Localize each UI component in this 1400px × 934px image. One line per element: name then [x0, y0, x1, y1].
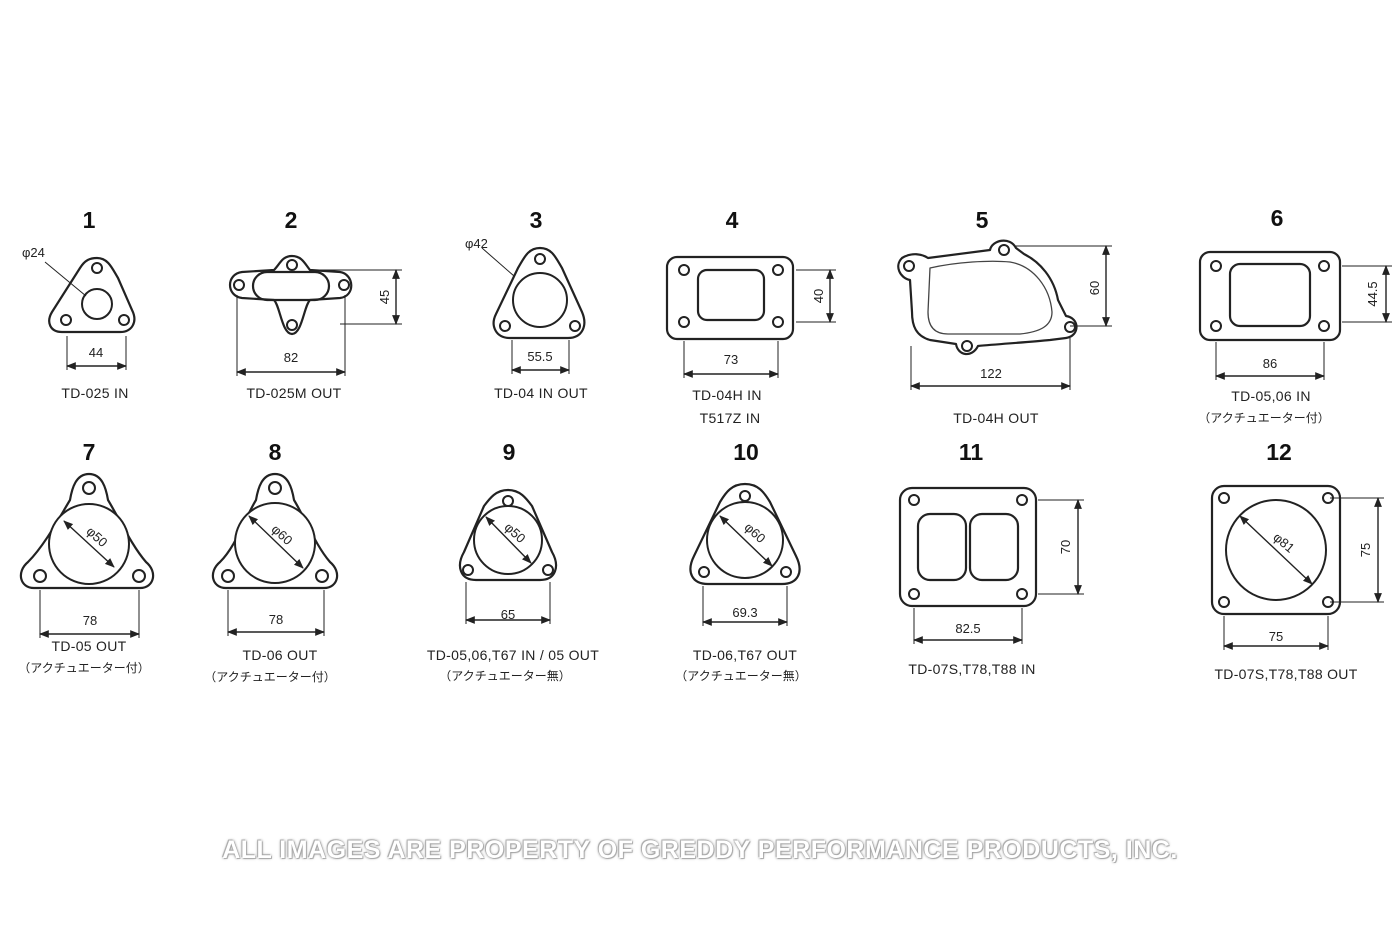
gasket-3: 3 φ42 55.5 TD-04 IN OUT	[465, 207, 588, 401]
gasket-number: 10	[733, 439, 759, 465]
dimension-label: 82.5	[955, 621, 980, 636]
gasket-caption: （アクチュエーター付）	[18, 661, 149, 675]
gasket-caption: TD-04H OUT	[953, 410, 1039, 426]
dimension-label: 44.5	[1365, 281, 1380, 306]
gasket-1: 1 φ24 44 TD-025 IN	[22, 207, 136, 401]
gasket-caption: （アクチュエーター無）	[439, 668, 570, 683]
gasket-number: 7	[83, 439, 96, 465]
gasket-caption: TD-07S,T78,T88 OUT	[1214, 666, 1357, 682]
gasket-12: 12 φ81 75 75 TD-07S,T78,T88 OUT	[1210, 439, 1384, 682]
gasket-caption: （アクチュエーター付）	[1198, 411, 1329, 425]
gasket-caption: TD-05 OUT	[51, 638, 126, 654]
dimension-label: 122	[980, 366, 1002, 381]
dimension-label: 78	[269, 612, 283, 627]
copyright-watermark: ALL IMAGES ARE PROPERTY OF GREDDY PERFOR…	[222, 836, 1178, 864]
gasket-number: 6	[1271, 205, 1284, 231]
gasket-caption: TD-07S,T78,T88 IN	[908, 661, 1035, 677]
gasket-10: 10 φ60 69.3 TD-06,T67 OUT （アクチュエーター無）	[675, 439, 806, 683]
gasket-5: 5 60 122 TD-04H OUT	[897, 207, 1112, 426]
gasket-caption: TD-04 IN OUT	[494, 385, 588, 401]
gasket-11: 11 70 82.5 TD-07S,T78,T88 IN	[898, 439, 1084, 677]
gasket-number: 12	[1266, 439, 1292, 465]
gasket-caption: TD-05,06 IN	[1231, 388, 1311, 404]
dimension-label: 44	[89, 345, 103, 360]
dimension-label: φ42	[465, 236, 488, 251]
gasket-number: 8	[269, 439, 282, 465]
gasket-caption: TD-025M OUT	[246, 385, 341, 401]
dimension-label: 82	[284, 350, 298, 365]
gasket-caption: （アクチュエーター付）	[204, 670, 335, 684]
gasket-number: 3	[530, 207, 543, 233]
gasket-6: 6 44.5 86 TD-05,06 IN （アクチュエーター付）	[1198, 205, 1392, 425]
gasket-number: 11	[959, 439, 984, 465]
gasket-number: 5	[976, 207, 989, 233]
gasket-caption: （アクチュエーター無）	[675, 668, 806, 683]
gasket-number: 4	[726, 207, 739, 233]
gasket-caption: TD-05,06,T67 IN / 05 OUT	[427, 647, 599, 663]
dimension-label: 70	[1058, 540, 1073, 554]
dimension-label: 40	[811, 289, 826, 303]
gasket-9: 9 φ50 65 TD-05,06,T67 IN / 05 OUT （アクチュエ…	[427, 439, 599, 683]
gasket-4: 4 40 73 TD-04H IN T517Z IN	[665, 207, 836, 426]
gasket-number: 2	[285, 207, 298, 233]
dimension-label: 60	[1087, 281, 1102, 295]
dimension-label: 78	[83, 613, 97, 628]
dimension-label: 45	[377, 290, 392, 304]
gasket-caption: TD-025 IN	[61, 385, 128, 401]
gasket-caption: TD-06 OUT	[242, 647, 317, 663]
gasket-caption: TD-06,T67 OUT	[693, 647, 797, 663]
dimension-label: 75	[1269, 629, 1283, 644]
gasket-number: 1	[83, 207, 96, 233]
gasket-7: 7 φ50 78 TD-05 OUT （アクチュエーター付）	[18, 439, 155, 675]
gasket-caption: T517Z IN	[700, 410, 761, 426]
dimension-label: 73	[724, 352, 738, 367]
gasket-number: 9	[503, 439, 516, 465]
gasket-2: 2 45 82 TD-025M OUT	[228, 207, 402, 401]
dimension-label: 65	[501, 607, 515, 622]
dimension-label: 55.5	[527, 349, 552, 364]
dimension-label: 69.3	[732, 605, 757, 620]
gasket-caption: TD-04H IN	[692, 387, 762, 403]
gasket-8: 8 φ60 78 TD-06 OUT （アクチュエーター付）	[204, 439, 339, 684]
dimension-label: 75	[1358, 543, 1373, 557]
dimension-label: 86	[1263, 356, 1277, 371]
dimension-label: φ24	[22, 245, 45, 260]
